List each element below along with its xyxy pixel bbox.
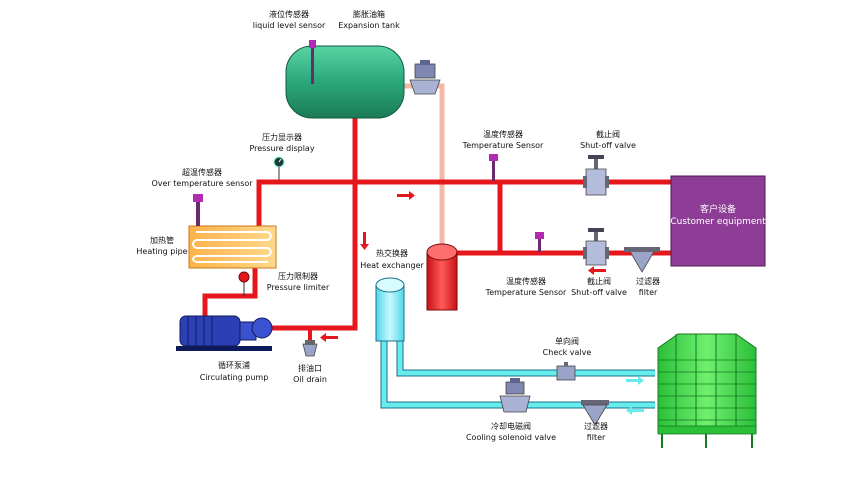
- cooling-tower: [657, 333, 757, 448]
- label-shutoff-top-cn: 截止阀: [596, 129, 620, 139]
- label-shutoff-bottom-en: Shut-off valve: [571, 288, 627, 297]
- label-over-temp-cn: 超温传感器: [182, 167, 222, 177]
- arrow-supply-right: [397, 191, 415, 200]
- label-pressure-display-cn: 压力显示器: [262, 132, 302, 142]
- heating-pipe-unit: [188, 225, 277, 269]
- label-filter-bottom-en: filter: [587, 433, 606, 442]
- circulating-pump: [176, 315, 273, 351]
- label-oil-drain-en: Oil drain: [293, 375, 327, 384]
- pipe-pump-to-heater: [202, 265, 258, 318]
- label-level-sensor-cn: 液位传感器: [269, 9, 309, 19]
- oil-drain: [302, 328, 318, 357]
- pipe-tank-to-pump: [268, 118, 358, 331]
- label-expansion-cn: 膨胀油箱: [353, 9, 385, 19]
- label-expansion-en: Expansion tank: [338, 21, 400, 30]
- return-pipe: [402, 83, 445, 248]
- label-heating-cn: 加热管: [150, 235, 174, 245]
- arrow-to-pump: [320, 333, 338, 342]
- pressure-display-gauge: [273, 156, 285, 180]
- shutoff-valve-bottom: [583, 228, 609, 266]
- tank-solenoid-valve: [409, 60, 441, 95]
- label-customer-cn: 客户设备: [700, 203, 736, 215]
- label-filter-top-en: filter: [639, 288, 658, 297]
- pipe-cooling-lower: [381, 340, 655, 408]
- shutoff-valve-top: [583, 155, 609, 196]
- flow-arrows-red: [320, 191, 606, 342]
- arrow-return-left: [588, 266, 606, 275]
- label-pump-cn: 循环泵浦: [218, 360, 250, 370]
- filter-top: [624, 247, 660, 273]
- label-level-sensor-en: liquid level sensor: [253, 21, 326, 30]
- label-temp-sensor-bottom-cn: 温度传感器: [506, 276, 546, 286]
- heat-exchanger-cyan: [375, 277, 405, 342]
- label-temp-sensor-bottom-en: Temperature Sensor: [485, 288, 567, 297]
- filter-bottom: [581, 400, 609, 426]
- cooling-water-pipes: [381, 340, 655, 408]
- label-shutoff-top-en: Shut-off valve: [580, 141, 636, 150]
- arrow-into-tower: [626, 376, 644, 385]
- label-pressure-display-en: Pressure display: [249, 144, 314, 153]
- label-heat-exchanger-cn: 热交换器: [376, 248, 408, 258]
- label-temp-sensor-top-en: Temperature Sensor: [462, 141, 544, 150]
- arrow-out-of-tower: [626, 406, 644, 415]
- over-temperature-sensor: [193, 194, 203, 226]
- label-temp-sensor-top-cn: 温度传感器: [483, 129, 523, 139]
- label-customer-en: Customer equipment: [670, 217, 766, 227]
- label-shutoff-bottom-cn: 截止阀: [587, 276, 611, 286]
- label-pressure-limiter-cn: 压力限制器: [278, 271, 318, 281]
- flow-arrows-cyan: [626, 376, 644, 415]
- label-heat-exchanger-en: Heat exchanger: [360, 261, 424, 270]
- heat-exchanger-red: [426, 243, 458, 311]
- arrow-down-exchanger: [360, 232, 369, 250]
- label-oil-drain-cn: 排油口: [298, 363, 322, 373]
- label-check-valve-en: Check valve: [543, 348, 592, 357]
- liquid-level-sensor: [309, 40, 316, 84]
- pipe-cooling-upper: [397, 340, 655, 376]
- cooling-solenoid-valve: [499, 378, 531, 413]
- label-check-valve-cn: 单向阀: [555, 336, 579, 346]
- label-filter-bottom-cn: 过滤器: [584, 421, 608, 431]
- label-heating-en: Heating pipe: [136, 247, 187, 256]
- temperature-sensor-bottom: [535, 232, 544, 252]
- label-cooling-valve-cn: 冷却电磁阀: [491, 421, 531, 431]
- label-over-temp-en: Over temperature sensor: [151, 179, 253, 188]
- label-pressure-limiter-en: Pressure limiter: [267, 283, 330, 292]
- label-pump-en: Circulating pump: [200, 373, 269, 382]
- label-cooling-valve-en: Cooling solenoid valve: [466, 433, 556, 442]
- check-valve: [556, 362, 576, 381]
- customer-equipment-box: [670, 175, 766, 267]
- expansion-tank: [285, 45, 405, 119]
- pressure-limiter: [238, 271, 250, 296]
- label-filter-top-cn: 过滤器: [636, 276, 660, 286]
- temperature-sensor-top: [489, 154, 498, 181]
